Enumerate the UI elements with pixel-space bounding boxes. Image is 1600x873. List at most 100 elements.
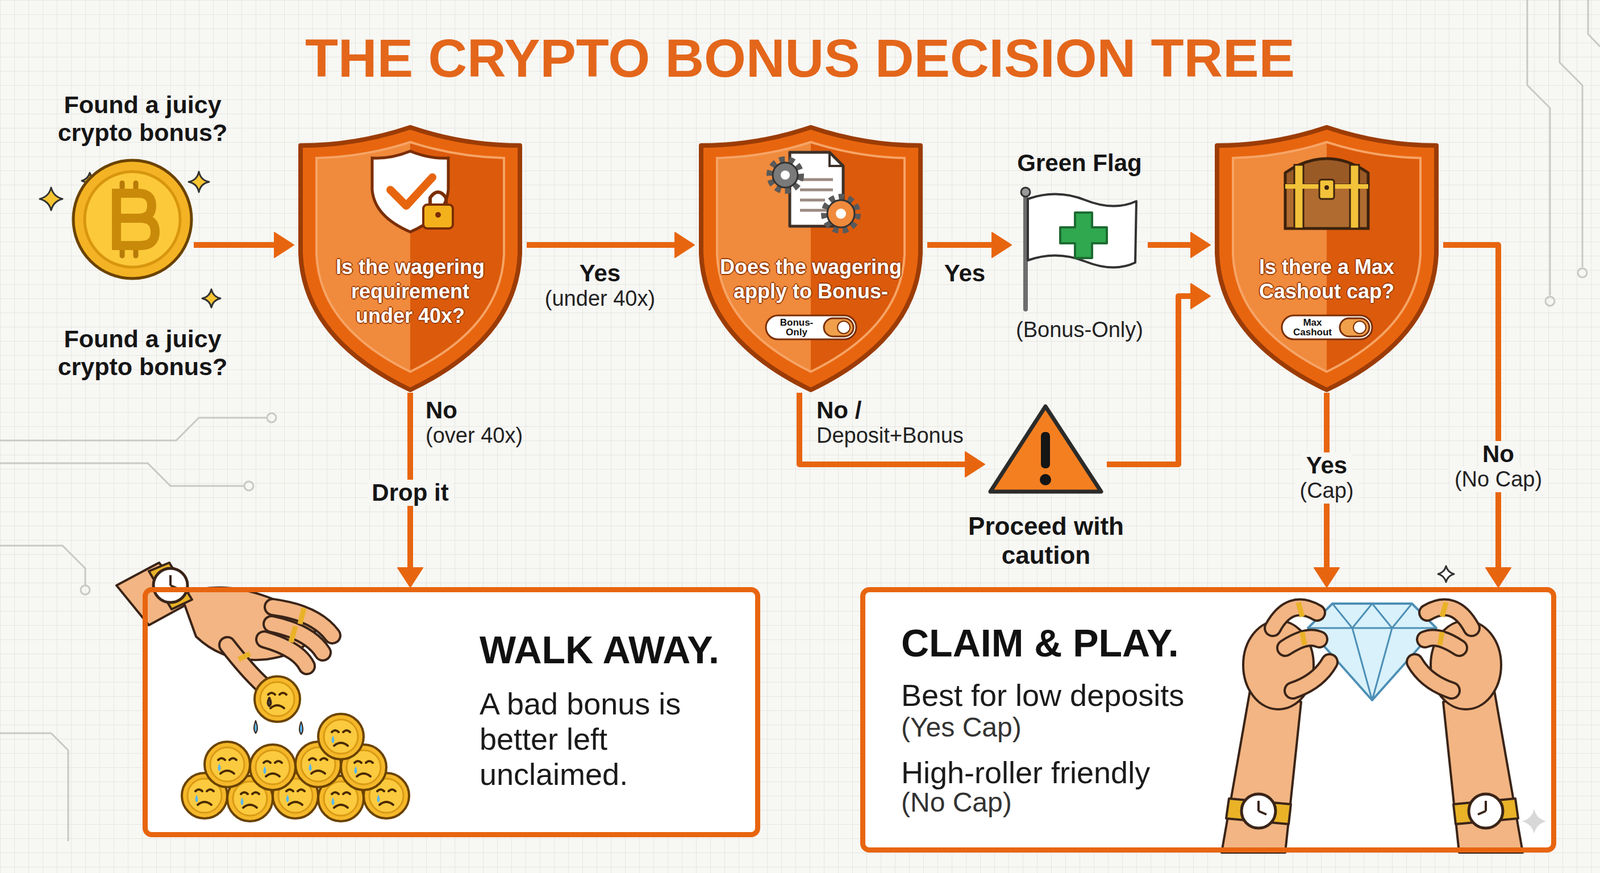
diamond-hands: [1272, 607, 1318, 628]
dropping-hand: [148, 562, 193, 610]
shield-shape: [1350, 164, 1360, 229]
edge-label: No: [1477, 440, 1519, 468]
warning-shape: [990, 406, 1102, 492]
flow-arrow: [1106, 283, 1211, 465]
decision-shield: Is there a Max Cashout cap?Max Cashout: [1210, 122, 1444, 393]
coin-pile: [318, 713, 364, 760]
arrow-head: [1314, 567, 1340, 587]
diamond-hands: [1414, 661, 1452, 691]
shield-shape: [1217, 127, 1437, 390]
arrow-head: [675, 232, 695, 258]
diamond-hands: [1414, 661, 1452, 691]
result-heading: WALK AWAY.: [479, 627, 753, 672]
arrow-head: [1190, 232, 1211, 258]
bitcoin-coin-shape: [84, 171, 181, 268]
circuit-lines: [0, 545, 86, 586]
result-body: A bad bonus is better left unclaimed.: [479, 685, 730, 792]
flow-arrow: [927, 232, 1012, 258]
diamond-hands: [1427, 607, 1472, 628]
edge-label: Yes: [579, 260, 621, 287]
result-heading: CLAIM & PLAY.: [901, 620, 1299, 665]
flag-heading: Green Flag: [988, 148, 1171, 178]
arrow-head: [1190, 283, 1211, 309]
arrow-head: [274, 232, 294, 258]
prompt-text: Found a juicy crypto bonus?: [46, 90, 240, 148]
sparkles: [202, 289, 221, 308]
shield-shape: [1294, 164, 1304, 229]
green-flag: Green Flag(Bonus-Only): [1011, 148, 1148, 345]
shield-shape: [701, 127, 921, 390]
arrow-line: [526, 242, 675, 248]
arrow-head: [965, 451, 985, 477]
warning-triangle: Proceed with caution: [984, 400, 1107, 498]
result-body: Best for low deposits: [901, 677, 1243, 713]
branch-note: (under 40x): [544, 286, 656, 312]
arrow-line: [1443, 244, 1499, 568]
toggle-switch: Bonus-Only: [764, 314, 858, 341]
result-body: High-roller friendly: [901, 754, 1243, 790]
arrow-line: [1147, 242, 1191, 248]
diamond-hands: [1427, 607, 1472, 628]
shield-shape: [1319, 179, 1335, 199]
arrow-head: [992, 232, 1012, 258]
warning-shape: [1040, 431, 1050, 469]
question-text: Is the wagering requirement under 40x?: [325, 254, 496, 329]
edge-label: Yes: [1301, 452, 1352, 479]
flow-arrow: [1443, 244, 1511, 587]
toggle-shape: [837, 321, 850, 334]
warning-shape: [1039, 473, 1052, 486]
flow-arrow: [1147, 232, 1211, 258]
dropping-hand: [238, 607, 304, 660]
dropping-hand: [227, 644, 263, 685]
arrow-line: [799, 392, 966, 465]
corner-sparkle: [1521, 808, 1547, 834]
circuit-lines: [1527, 0, 1550, 296]
flow-arrow: [526, 232, 695, 258]
flag-caption: (Bonus-Only): [988, 317, 1171, 344]
shield-shape: [1232, 142, 1421, 372]
claim-box-ground: [860, 586, 1557, 853]
flag-shape: [1011, 148, 1148, 345]
result-note: (Yes Cap): [901, 711, 1243, 743]
flow-arrow: [799, 392, 985, 477]
arrow-head: [397, 567, 423, 587]
circuit-lines: [244, 481, 254, 491]
bitcoin-coin-shape: [111, 192, 156, 247]
toggle-shape: [823, 318, 854, 337]
diamond-hands: [1477, 800, 1486, 815]
flag-shape: [1060, 212, 1107, 258]
sparkles: [188, 171, 210, 193]
edge-label: No: [425, 397, 458, 424]
dropping-hand: [264, 639, 307, 666]
edge-label: No /: [816, 397, 862, 424]
arrow-head: [1485, 567, 1511, 587]
diamond-hands: [1443, 690, 1523, 853]
toggle-shape: [1339, 318, 1370, 337]
dropping-hand: [153, 568, 188, 603]
warning-shape: [984, 400, 1107, 498]
circuit-lines: [0, 417, 268, 441]
shield-shape: [829, 152, 844, 166]
circuit-lines: [0, 463, 245, 486]
decision-shield: Is the wagering requirement under 40x?: [293, 122, 527, 393]
branch-note: (No Cap): [1450, 467, 1547, 493]
diamond-hands: [1221, 690, 1302, 853]
walk-box-ground: [142, 586, 761, 837]
shield-shape: [435, 211, 441, 218]
arrow-line: [927, 242, 993, 248]
decision-shield: Does the wagering apply to Bonus- Bonus-O…: [694, 122, 928, 393]
sparkles: [39, 171, 221, 308]
circuit-lines: [1545, 296, 1555, 306]
warning-text: Proceed with caution: [949, 511, 1143, 570]
branch-note: Drop it: [367, 479, 453, 506]
diamond-hands: [1307, 603, 1437, 700]
dropping-hand: [299, 721, 303, 735]
circuit-lines: [80, 585, 90, 595]
branch-note: Deposit+Bonus: [816, 423, 964, 449]
diamond-hands: [1292, 661, 1330, 691]
coin-pile: [181, 713, 410, 822]
edge-label: Yes: [944, 260, 986, 287]
bitcoin-coin: Found a juicy crypto bonus?Found a juicy…: [71, 157, 194, 281]
question-text: Does the wagering apply to Bonus-: [714, 254, 908, 304]
